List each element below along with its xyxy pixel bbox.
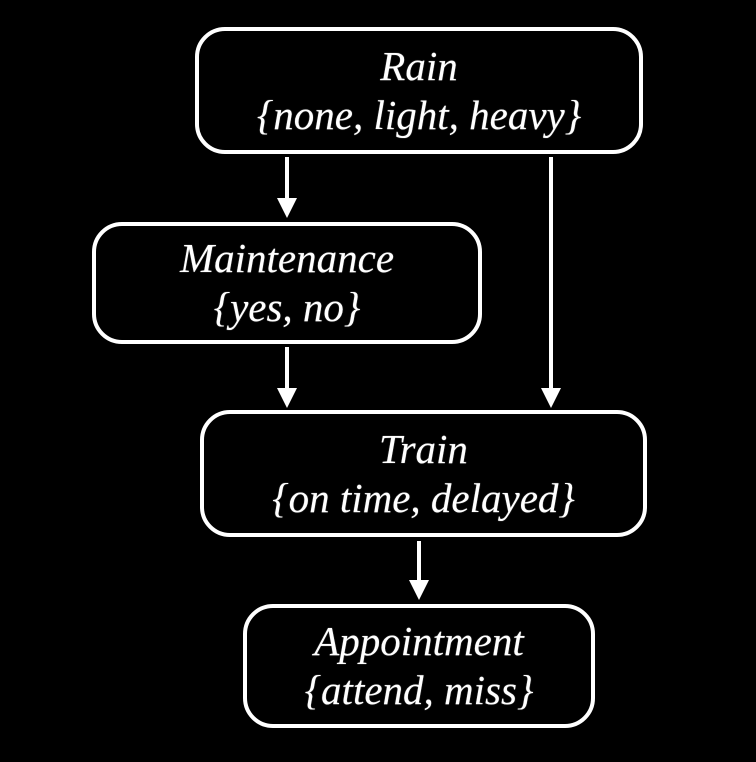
arrow-rain-to-train-icon bbox=[541, 157, 561, 408]
node-appointment: Appointment {attend, miss} bbox=[243, 604, 595, 728]
node-train-values: {on time, delayed} bbox=[272, 474, 575, 521]
node-maintenance-values: {yes, no} bbox=[213, 284, 361, 330]
arrow-train-to-appointment-icon bbox=[409, 541, 429, 600]
arrow-maintenance-to-train-icon bbox=[277, 347, 297, 408]
node-rain: Rain {none, light, heavy} bbox=[195, 27, 643, 154]
node-rain-values: {none, light, heavy} bbox=[256, 91, 582, 138]
node-train: Train {on time, delayed} bbox=[200, 410, 647, 537]
node-maintenance-label: Maintenance bbox=[179, 235, 395, 281]
node-rain-label: Rain bbox=[380, 42, 458, 89]
node-appointment-label: Appointment bbox=[314, 618, 524, 664]
node-maintenance: Maintenance {yes, no} bbox=[92, 222, 482, 344]
arrow-rain-to-maintenance-icon bbox=[277, 157, 297, 218]
node-train-label: Train bbox=[379, 425, 468, 472]
node-appointment-values: {attend, miss} bbox=[304, 667, 534, 713]
